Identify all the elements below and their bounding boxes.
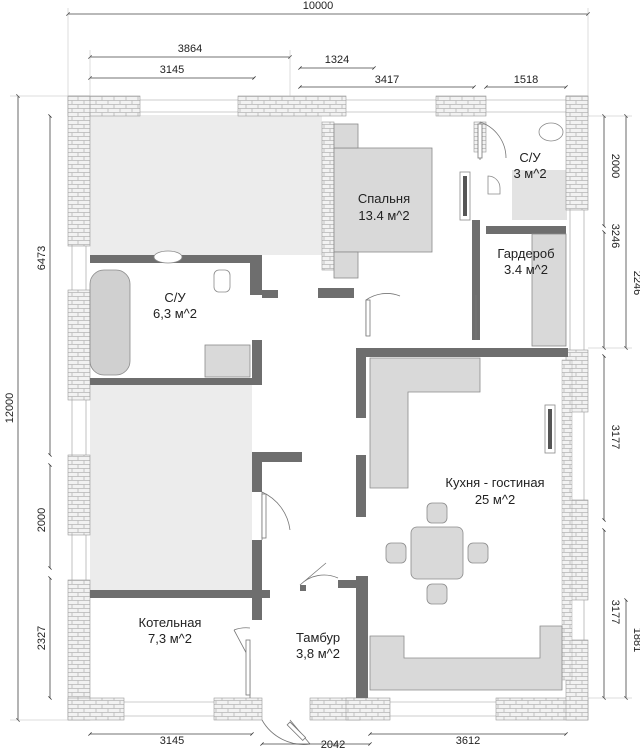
- wardrobe-left-wall: [472, 220, 480, 340]
- room-fills: [90, 115, 567, 593]
- wardrobe-top-wall: [486, 226, 566, 234]
- wall-left-3: [67, 454, 91, 536]
- kitchen-left-wall-top: [356, 350, 366, 418]
- room-bath-large-name: С/У: [164, 290, 186, 305]
- boiler-hall-wall-top: [252, 452, 262, 492]
- dim-top-1324: 1324: [325, 54, 349, 66]
- kitchen-counter-bottom: [369, 625, 563, 691]
- dim-right-3246: 3246: [609, 224, 621, 248]
- room-wardrobe-area: 3.4 м^2: [504, 262, 548, 277]
- dimension-labels: 10000 3864 3145 1324 3417 1518 12000 647…: [4, 0, 640, 750]
- room-bath-small-area: 3 м^2: [513, 166, 546, 181]
- bed-side-top: [333, 123, 359, 149]
- bedroom-left-brick-wall: [321, 121, 335, 271]
- room-bedroom-area: 13.4 м^2: [358, 208, 409, 223]
- chair-bottom: [426, 583, 448, 605]
- dining-table: [410, 526, 464, 580]
- bed-side-bottom: [333, 251, 359, 279]
- room-boiler-area: 7,3 м^2: [148, 631, 192, 646]
- dim-right-2246: 2246: [631, 271, 640, 295]
- dim-top-1518: 1518: [514, 74, 538, 86]
- door-bedroom: [365, 293, 401, 336]
- boiler-hall-wall: [252, 540, 262, 590]
- dim-left-overall: 12000: [4, 393, 16, 424]
- dim-bottom-2042: 2042: [321, 739, 345, 750]
- boiler-top-wall: [90, 590, 270, 598]
- room-bath-large-area: 6,3 м^2: [153, 306, 197, 321]
- sink-large-bath: [153, 250, 183, 264]
- dim-right-2000: 2000: [609, 154, 621, 178]
- bath-bottom-wall: [90, 378, 252, 385]
- room-vestibule-area: 3,8 м^2: [296, 646, 340, 661]
- toilet-small-bath: [487, 175, 501, 195]
- dim-right-3177-a: 3177: [609, 425, 621, 449]
- room-bath-small-name: С/У: [519, 150, 541, 165]
- room-kitchen-name: Кухня - гостиная: [445, 475, 544, 490]
- dim-right-3177-b: 3177: [609, 600, 621, 624]
- dim-left-2327: 2327: [36, 626, 48, 650]
- kitchen-right-brick: [561, 359, 573, 681]
- wall-right-1: [565, 95, 589, 211]
- furniture: [89, 122, 567, 691]
- toilet-large-bath: [213, 269, 231, 293]
- chair-left: [385, 542, 407, 564]
- room-kitchen-area: 25 м^2: [475, 492, 515, 507]
- chair-top: [426, 502, 448, 524]
- room-bedroom-name: Спальня: [358, 191, 410, 206]
- wall-bottom-right-1: [345, 697, 391, 721]
- hall-right-stub: [318, 288, 354, 298]
- kitchen-counter-top: [369, 357, 481, 489]
- wall-top-mid: [237, 95, 347, 117]
- dim-left-6473: 6473: [36, 246, 48, 270]
- door-vestibule: [299, 562, 339, 586]
- wardrobe-cabinet: [531, 233, 567, 347]
- boiler-upper-area: [90, 385, 252, 593]
- dim-top-3417: 3417: [375, 74, 399, 86]
- bathtub: [89, 269, 131, 376]
- wall-bottom-left: [67, 697, 125, 721]
- dim-top-overall: 10000: [303, 0, 334, 12]
- dim-left-2000: 2000: [36, 508, 48, 532]
- wall-left-1: [67, 95, 91, 247]
- bedroom-left-area: [90, 115, 322, 255]
- wall-top-right: [435, 95, 487, 117]
- room-labels: Спальня 13.4 м^2 С/У 3 м^2 Гардероб 3.4 …: [139, 150, 555, 661]
- bath-small-area: [512, 170, 567, 220]
- dim-top-3864: 3864: [178, 43, 202, 55]
- wall-left-2: [67, 289, 91, 401]
- chair-right: [467, 542, 489, 564]
- kitchen-top-wall: [356, 348, 568, 357]
- washer: [204, 344, 251, 378]
- dim-bottom-3145: 3145: [160, 735, 184, 747]
- vestibule-right-wall: [356, 576, 368, 698]
- sink-small-bath: [538, 122, 564, 142]
- dim-top-3145: 3145: [160, 64, 184, 76]
- dimension-lines: [10, 8, 632, 746]
- wall-bottom-mid: [213, 697, 263, 721]
- outer-walls: [67, 95, 589, 721]
- room-wardrobe-name: Гардероб: [497, 246, 554, 261]
- room-boiler-name: Котельная: [139, 615, 202, 630]
- dim-right-1881: 1881: [631, 628, 640, 652]
- kitchen-left-wall-mid: [356, 455, 366, 517]
- dim-bottom-3612: 3612: [456, 735, 480, 747]
- room-vestibule-name: Тамбур: [296, 630, 340, 645]
- boiler-right-wall: [252, 598, 262, 620]
- bed: [333, 147, 433, 253]
- bath-right-wall: [250, 255, 262, 295]
